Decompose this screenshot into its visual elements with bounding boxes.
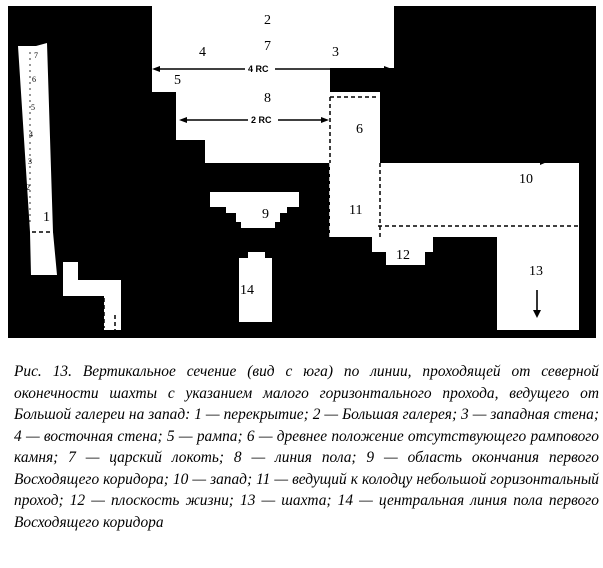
- region-ramp-floor: [176, 92, 330, 163]
- label-4: 4: [199, 45, 206, 60]
- dimension-arrow-lower: [179, 117, 329, 123]
- label-10: 10: [519, 172, 533, 187]
- label-1: 1: [43, 210, 50, 225]
- region-overlap-column: [18, 43, 57, 275]
- label-2: 2: [264, 13, 271, 28]
- label-3: 3: [332, 45, 339, 60]
- scale-mark: 4: [29, 130, 33, 139]
- region-life-plane: [372, 237, 433, 265]
- label-8: 8: [264, 91, 271, 106]
- region-shaft: [497, 237, 579, 330]
- region-floor-line: [239, 252, 272, 322]
- label-11: 11: [349, 203, 362, 218]
- region-west-passage: [330, 163, 579, 237]
- dimension-label-upper: 4 RC: [248, 64, 269, 74]
- dashed-lines: [18, 96, 579, 330]
- scale-mark: 1: [25, 211, 29, 220]
- figure-caption: Рис. 13. Вертикальное сечение (вид с юга…: [14, 363, 599, 531]
- section-diagram: 7 6 5 4 3 2 1 1 2 3 4 5 6 7 8 9 10 11 12…: [8, 6, 596, 338]
- label-6: 6: [356, 122, 363, 137]
- west-arrow: [517, 159, 547, 165]
- cubit-scale: 7 6 5 4 3 2 1: [25, 51, 38, 224]
- region-bottom-connector: [63, 262, 121, 330]
- region-lower-chamber: [152, 6, 394, 97]
- label-5: 5: [174, 73, 181, 88]
- scale-mark: 3: [28, 157, 32, 166]
- shaft-arrow: [533, 290, 541, 318]
- scale-mark: 5: [31, 103, 35, 112]
- label-13: 13: [529, 264, 543, 279]
- region-ascending-end: [210, 192, 299, 228]
- label-12: 12: [396, 248, 410, 263]
- dimension-arrow-upper: [152, 66, 392, 72]
- scale-mark: 2: [26, 183, 30, 192]
- label-9: 9: [262, 207, 269, 222]
- label-14: 14: [240, 283, 254, 298]
- label-7: 7: [264, 39, 271, 54]
- scale-mark: 6: [32, 75, 36, 84]
- scale-mark: 7: [34, 51, 38, 60]
- region-ramp-stone: [330, 92, 380, 163]
- dimension-label-lower: 2 RC: [251, 115, 272, 125]
